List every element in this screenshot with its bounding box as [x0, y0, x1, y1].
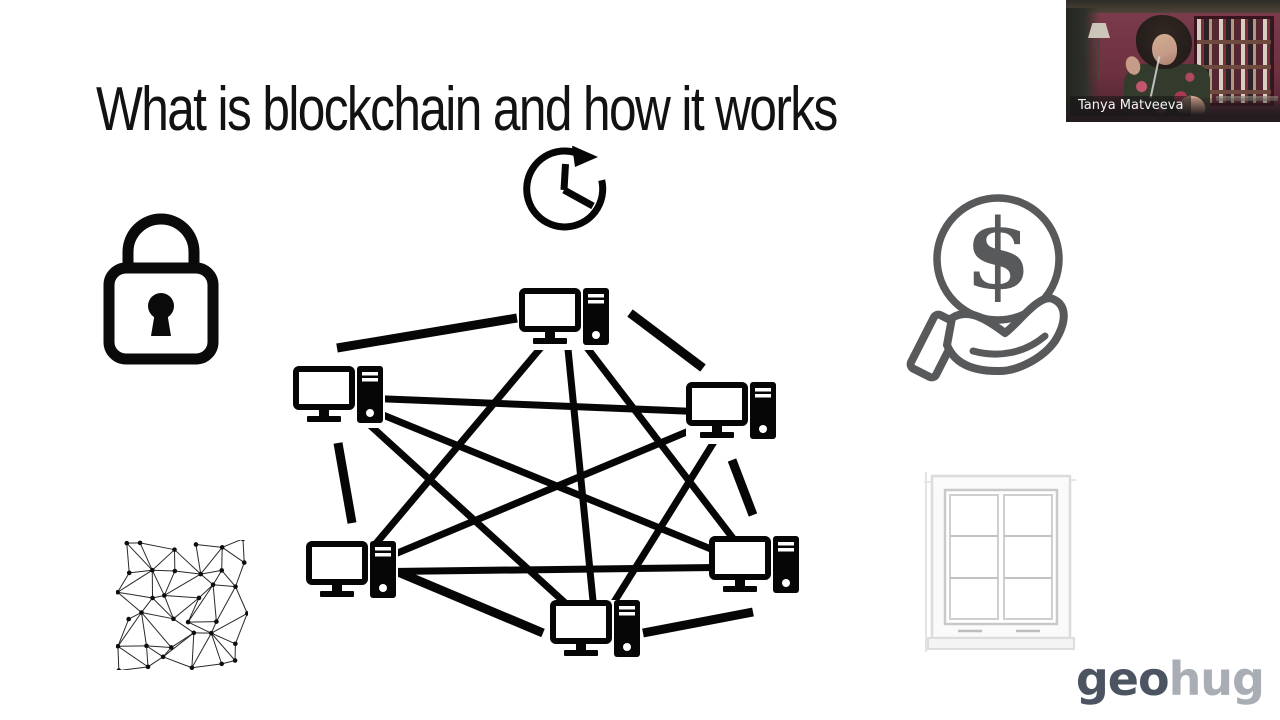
dollar-coin-in-hand-icon: $: [906, 194, 1068, 382]
computer-icon-bottom-left: [306, 541, 398, 603]
logo-text-hug: hug: [1168, 652, 1265, 706]
computer-icon-bottom-right: [709, 536, 801, 598]
window-image: [923, 472, 1077, 652]
keyhole: [151, 312, 171, 336]
computer-icon-bottom-center: [550, 600, 642, 662]
mesh-network-image: [116, 540, 248, 670]
padlock-icon: [103, 213, 219, 365]
computer-icon-left: [293, 366, 385, 428]
lamp-pole: [1098, 38, 1100, 80]
logo-text-geo: geo: [1075, 652, 1170, 706]
computer-icon-right: [686, 382, 778, 444]
geohug-logo: geohug: [1075, 652, 1265, 706]
slide-title: What is blockchain and how it works: [96, 75, 838, 144]
webcam-video[interactable]: Tanya Matveeva: [1066, 0, 1280, 122]
webcam-ceiling: [1066, 0, 1280, 13]
computer-icon-top: [519, 288, 611, 350]
participant-face: [1152, 34, 1177, 65]
participant-name-label: Tanya Matveeva: [1070, 96, 1192, 116]
lamp-icon: [1088, 23, 1110, 38]
clock-arrowhead: [572, 146, 598, 167]
network-links: [336, 316, 758, 634]
clock-arrow-icon: [523, 146, 607, 231]
dollar-symbol: $: [965, 198, 1032, 311]
p2p-network-diagram: [285, 278, 822, 672]
network-ring-segments: [333, 309, 758, 638]
